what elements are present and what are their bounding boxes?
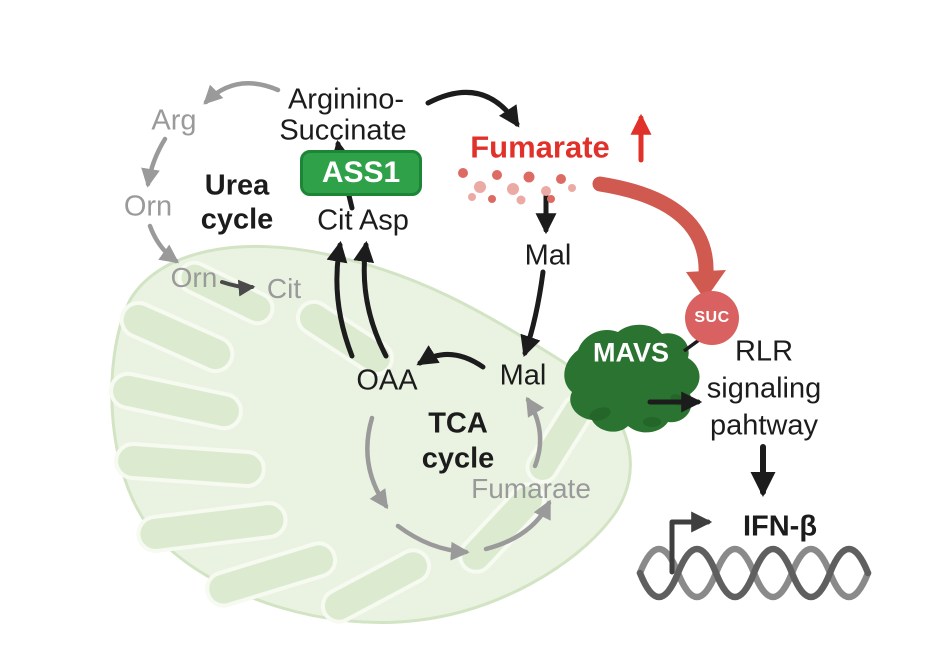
malate-mito-label: Mal <box>499 359 547 392</box>
signaling-arrows <box>647 391 776 498</box>
rlr-label-line1: RLR <box>734 335 794 368</box>
metabolic-arrows <box>326 89 557 370</box>
suc-label: SUC <box>694 309 730 326</box>
suc-badge: SUC <box>685 291 739 345</box>
tca-cycle-title-line1: TCA <box>428 407 488 440</box>
ornithine-cytosol-label: Orn <box>123 190 173 223</box>
rlr-label-line3: pahtway <box>709 409 819 442</box>
cristae-pattern <box>109 260 595 624</box>
argininosuccinate-label-line1: Arginino- <box>287 83 405 116</box>
citrulline-mito-label: Cit <box>266 273 302 304</box>
ass1-enzyme-box: ASS1 <box>300 150 422 196</box>
mitochondria-illustration <box>109 245 632 624</box>
malate-cytosol-label: Mal <box>524 239 572 272</box>
transcription-start-arrow <box>669 511 713 575</box>
fumarate-molecules <box>458 168 576 205</box>
suc-mavs-connector <box>682 338 701 353</box>
dna-helix-icon <box>636 545 872 601</box>
urea-cycle-arrows <box>141 81 281 297</box>
oaa-label: OAA <box>356 364 418 397</box>
rlr-label-line2: signaling <box>706 372 822 405</box>
mavs-label: MAVS <box>592 337 670 368</box>
fumarate-to-suc-arrow <box>592 176 726 300</box>
tca-cycle-arrows <box>365 396 552 561</box>
fumarate-tca-label: Fumarate <box>471 473 591 504</box>
urea-cycle-title-line2: cycle <box>200 203 274 236</box>
cit-asp-label: Cit Asp <box>317 204 409 237</box>
tca-cycle-title-line2: cycle <box>421 442 495 475</box>
ifn-beta-label: IFN-β <box>742 510 818 543</box>
fumarate-elevated-label: Fumarate <box>470 129 610 165</box>
ornithine-mito-label: Orn <box>170 262 218 293</box>
urea-cycle-title-line1: Urea <box>204 169 270 202</box>
arginine-label: Arg <box>151 104 197 137</box>
argininosuccinate-label-line2: Succinate <box>279 114 407 147</box>
ass1-label: ASS1 <box>321 156 401 189</box>
